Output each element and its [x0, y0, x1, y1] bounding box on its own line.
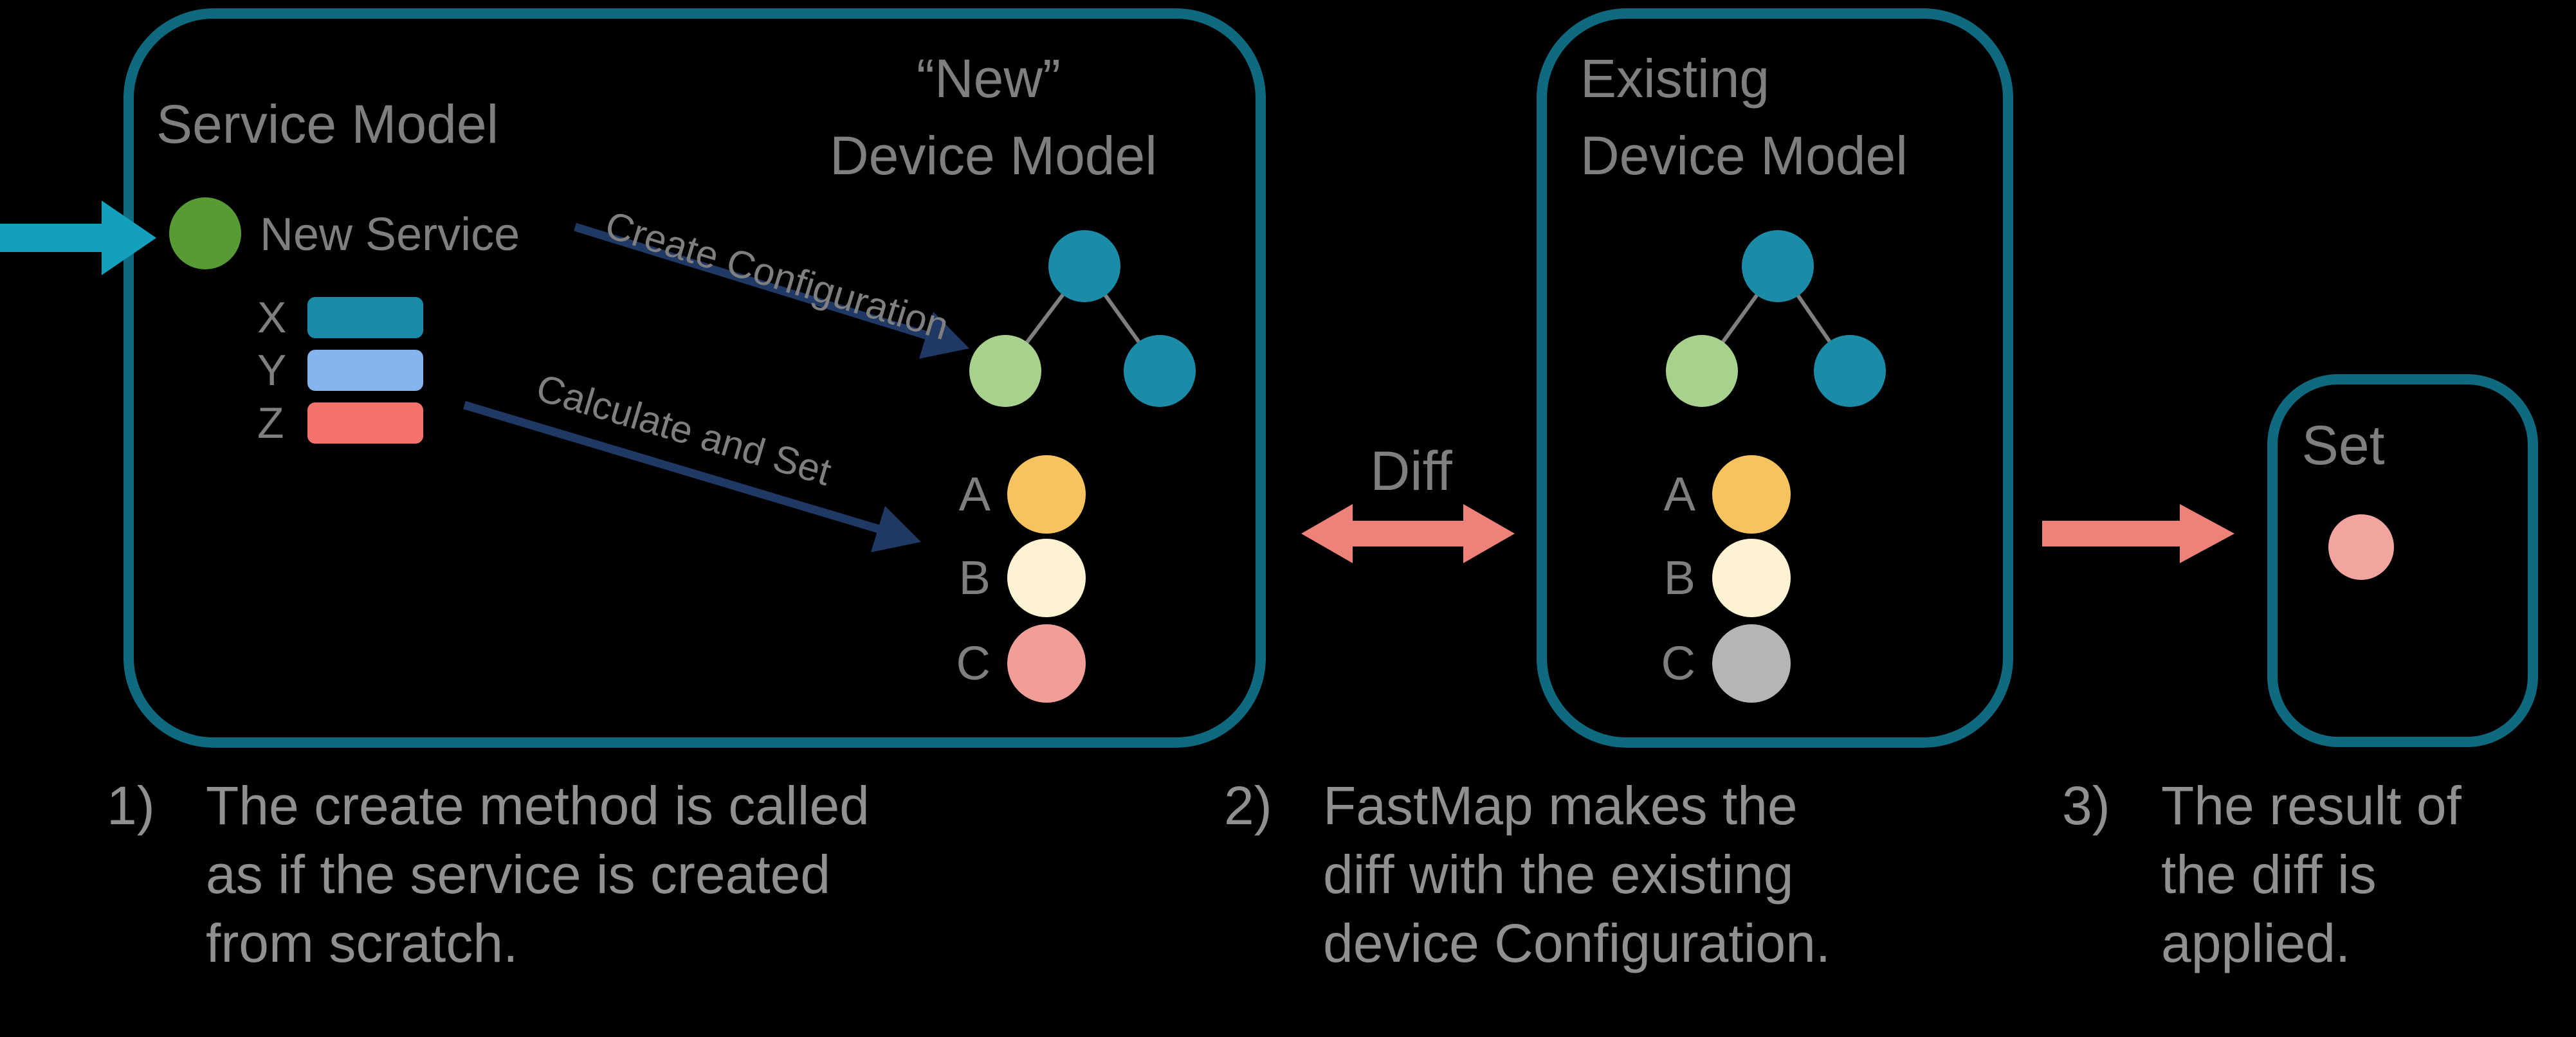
existing-tree-root-node [1742, 230, 1814, 302]
existing-node-a [1712, 455, 1791, 534]
new-device-model-title-line1: “New” [917, 48, 1061, 109]
caption-line: The create method is called [206, 775, 870, 836]
new-device-node-c [1007, 624, 1086, 703]
var-bar-z [307, 402, 423, 444]
existing-node-label-b: B [1663, 551, 1695, 604]
existing-device-model-title-line1: Existing [1580, 48, 1770, 109]
new-device-node-label-c: C [956, 636, 991, 690]
existing-tree-right-node [1814, 335, 1886, 407]
new-device-tree-root-node [1048, 230, 1120, 302]
set-result-node [2328, 514, 2394, 580]
service-var-row-y: Y [257, 346, 423, 395]
service-var-row-x: X [257, 293, 423, 342]
diff-double-arrow [1301, 504, 1515, 563]
existing-node-c [1712, 624, 1791, 703]
new-device-tree-left-node [969, 335, 1041, 407]
service-model-panel [123, 8, 1266, 748]
caption-2: 2) FastMap makes the diff with the exist… [1224, 771, 1831, 978]
caption-1-number: 1) [107, 775, 155, 836]
caption-1-text: The create method is called as if the se… [206, 771, 870, 978]
new-device-node-label-a: A [958, 467, 991, 521]
var-bar-y [307, 350, 423, 391]
existing-node-b [1712, 539, 1791, 617]
caption-3: 3) The result of the diff is applied. [2062, 771, 2462, 978]
existing-device-model-title-line2: Device Model [1580, 125, 1908, 186]
caption-line: The result of [2161, 775, 2462, 836]
existing-device-model-title: Existing Device Model [1580, 40, 1908, 194]
var-label-z: Z [257, 399, 284, 447]
var-bar-x [307, 297, 423, 338]
caption-line: applied. [2161, 913, 2351, 973]
set-panel [2267, 374, 2538, 747]
diff-label: Diff [1370, 440, 1452, 502]
new-device-node-a [1007, 455, 1086, 534]
caption-line: device Configuration. [1323, 913, 1831, 973]
var-label-y: Y [257, 346, 287, 395]
set-label: Set [2301, 415, 2385, 476]
existing-tree-left-node [1666, 335, 1738, 407]
var-label-x: X [257, 293, 287, 342]
caption-3-number: 3) [2062, 775, 2110, 836]
caption-3-text: The result of the diff is applied. [2161, 771, 2462, 978]
new-service-node [169, 197, 241, 269]
caption-line: the diff is [2161, 844, 2377, 905]
new-device-tree-right-node [1124, 335, 1196, 407]
caption-2-number: 2) [1224, 775, 1272, 836]
existing-node-label-a: A [1663, 467, 1695, 521]
existing-device-model-panel [1537, 8, 2013, 748]
caption-2-text: FastMap makes the diff with the existing… [1323, 771, 1831, 978]
new-device-node-b [1007, 539, 1086, 617]
new-device-model-title: “New” Device Model [830, 40, 1157, 194]
service-model-title: Service Model [156, 94, 499, 154]
caption-1: 1) The create method is called as if the… [107, 771, 870, 978]
apply-arrow [2042, 504, 2234, 563]
caption-line: as if the service is created [206, 844, 831, 905]
new-service-label: New Service [260, 209, 520, 260]
service-var-row-z: Z [257, 399, 423, 447]
existing-node-label-c: C [1661, 636, 1695, 690]
caption-line: FastMap makes the [1323, 775, 1798, 836]
caption-line: from scratch. [206, 913, 518, 973]
new-device-model-title-line2: Device Model [830, 125, 1157, 186]
caption-line: diff with the existing [1323, 844, 1794, 905]
new-device-node-label-b: B [958, 551, 991, 604]
